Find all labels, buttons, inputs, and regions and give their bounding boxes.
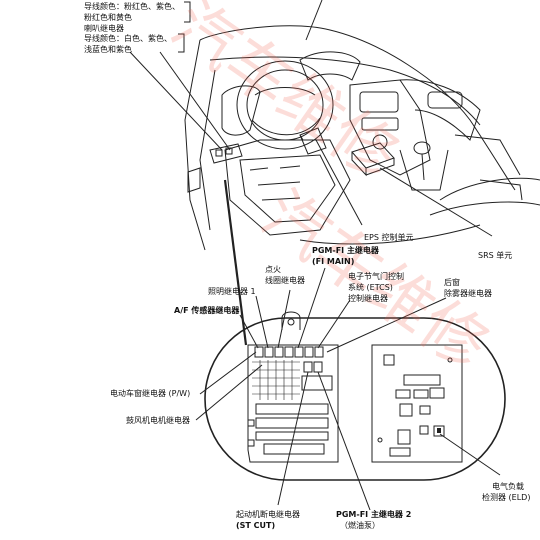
leader-st-cut [277, 371, 309, 506]
label-starter-cut-code: (ST CUT) [236, 521, 276, 530]
label-pgm-fi-main: PGM-FI 主继电器 [312, 246, 379, 255]
leader-pw [199, 351, 257, 395]
label-etcs-2: 系统 (ETCS) [348, 283, 393, 292]
leader-to-fusebox [223, 179, 248, 346]
callout-bracket-1 [184, 1, 191, 23]
leader-srs [379, 167, 493, 237]
leader-eld [439, 433, 501, 476]
leader-eps [315, 139, 363, 226]
callout-line-3: 导线颜色：白色、紫色、 [84, 34, 172, 43]
leader-fi-main [297, 267, 326, 349]
side-vent [221, 85, 261, 136]
relay-slot-3 [274, 346, 284, 358]
leader-fi-main-2 [317, 371, 371, 511]
label-starter-cut: 起动机断电继电器 [236, 510, 300, 519]
leader-relay-pair [159, 51, 231, 151]
label-pgm-fi-main-code: (FI MAIN) [312, 257, 355, 266]
label-lighting-relay: 照明继电器 1 [208, 287, 256, 296]
gear-shift [399, 149, 449, 191]
label-etcs-1: 电子节气门控制 [348, 272, 404, 281]
lower-dash-panel [224, 139, 351, 236]
callout-line-1: 导线颜色：粉红色、紫色、 [84, 2, 180, 11]
label-rear-defog-2: 除雾器继电器 [444, 289, 492, 298]
relay-slot-2 [264, 346, 274, 358]
relay-slot-st-cut [303, 361, 313, 373]
relay-slot-1 [254, 346, 264, 358]
callout-heading: 喇叭继电器 [84, 24, 124, 33]
callout-line-2: 粉红色和黄色 [84, 13, 132, 22]
steering-wheel [236, 60, 334, 150]
relay-slot-7 [314, 346, 324, 358]
fuse-block-front [247, 344, 339, 463]
leader-etcs [317, 299, 351, 349]
label-etcs-3: 控制继电器 [348, 294, 388, 303]
eps-unit-box [299, 127, 327, 155]
leader-top [305, 0, 323, 41]
leader-lighting [255, 295, 269, 349]
fuse-block-rear [371, 344, 463, 463]
srs-unit-box [351, 142, 395, 169]
label-eld-2: 检测器 (ELD) [482, 493, 531, 502]
fusebox-capsule [204, 317, 506, 481]
label-pgm-fi-main-2-sub: （燃油泵） [340, 521, 380, 530]
label-af-sensor-relay: A/F 传感器继电器 [174, 306, 240, 315]
label-srs-unit: SRS 单元 [478, 251, 513, 260]
horn-relay-box [209, 143, 243, 164]
relay-slot-4 [284, 346, 294, 358]
leader-ignition [277, 289, 291, 349]
callout-bracket-2 [178, 33, 185, 53]
label-eps-unit: EPS 控制单元 [364, 233, 414, 242]
leader-blower [195, 364, 263, 421]
leader-rear-defog [326, 297, 447, 353]
leader-af [239, 314, 259, 349]
label-blower-relay: 鼓风机电机继电器 [126, 416, 190, 425]
relay-slot-5 [294, 346, 304, 358]
instrument-cluster [299, 51, 361, 81]
label-power-window-relay: 电动车窗继电器 (P/W) [110, 389, 191, 398]
relay-slot-6 [304, 346, 314, 358]
label-eld-1: 电气负载 [492, 482, 524, 491]
label-rear-defog-1: 后窗 [444, 278, 460, 287]
leader-horn-relay [129, 51, 223, 151]
callout-line-4: 浅蓝色和紫色 [84, 45, 132, 54]
center-console [349, 79, 431, 176]
dashboard-top-line [199, 25, 516, 191]
eld-component [433, 425, 445, 437]
label-pgm-fi-main-2: PGM-FI 主继电器 2 [336, 510, 412, 519]
label-ignition-2: 线圈继电器 [265, 276, 305, 285]
a-pillar-line [184, 39, 206, 251]
relay-slot-fi-main-2 [313, 361, 323, 373]
label-ignition-1: 点火 [265, 265, 281, 274]
